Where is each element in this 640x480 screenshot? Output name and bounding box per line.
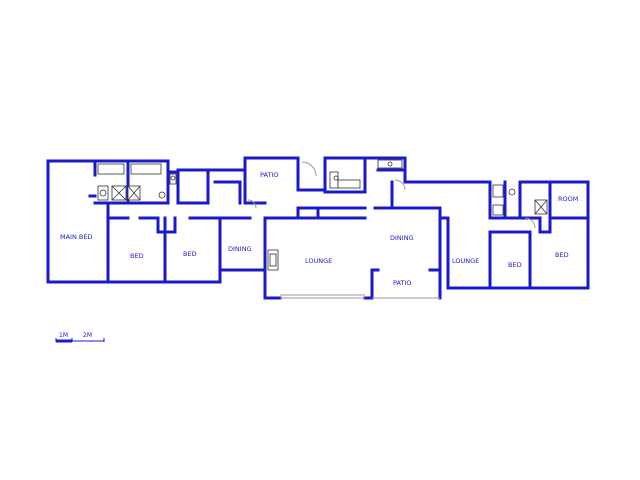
middle-details xyxy=(247,159,440,299)
bathroom-fixtures xyxy=(97,163,177,201)
room-label-bed-1: BED xyxy=(130,252,144,260)
scale-label-1m: 1M xyxy=(59,332,68,339)
room-label-dining-2: DINING xyxy=(390,234,414,242)
room-label-patio-top: PATIO xyxy=(260,171,278,179)
room-label-bed-3: BED xyxy=(508,261,522,269)
room-label-bed-2: BED xyxy=(183,250,197,258)
scale-label-2m: 2M xyxy=(83,332,92,339)
room-label-bed-4: BED xyxy=(555,251,569,259)
room-label-room: ROOM xyxy=(558,195,578,203)
scale-bar: 1M 2M xyxy=(55,332,105,343)
left-wing-walls xyxy=(46,156,267,300)
room-label-lounge-2: LOUNGE xyxy=(452,257,479,265)
middle-walls xyxy=(243,156,450,300)
room-labels: MAIN BED BED BED DINING PATIO LOUNGE DIN… xyxy=(60,171,578,287)
right-wing-walls xyxy=(438,180,590,290)
room-label-lounge-1: LOUNGE xyxy=(305,257,332,265)
room-label-dining-1: DINING xyxy=(228,245,252,253)
right-wing-fixtures xyxy=(492,184,548,229)
room-label-main-bed: MAIN BED xyxy=(60,233,92,241)
room-label-patio-bottom: PATIO xyxy=(393,279,411,287)
